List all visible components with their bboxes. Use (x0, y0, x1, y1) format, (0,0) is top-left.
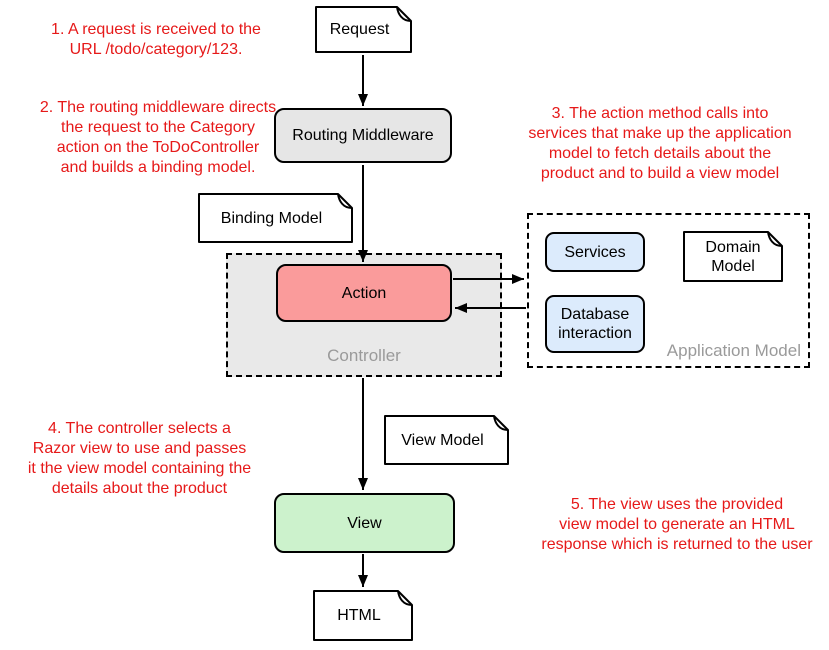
annotation-step-3: 3. The action method calls into services… (528, 105, 792, 182)
routing-middleware-node: Routing Middleware (274, 108, 452, 163)
services-node: Services (545, 232, 645, 272)
document-shape-icon (313, 590, 413, 641)
domain-model-note-label: Domain Model (705, 238, 761, 275)
binding-model-note-label: Binding Model (220, 209, 323, 227)
routing-middleware-node-label: Routing Middleware (292, 127, 434, 144)
document-shape-icon (384, 415, 509, 465)
request-note: Request (315, 6, 412, 53)
document-shape-icon (198, 193, 353, 243)
controller-label: Controller (327, 346, 401, 365)
application-model-label: Application Model (666, 341, 801, 360)
domain-model-note: Domain Model (683, 231, 783, 282)
html-note: HTML (313, 590, 413, 641)
view-model-note: View Model (384, 415, 509, 465)
action-node: Action (276, 264, 452, 322)
binding-model-note: Binding Model (198, 193, 353, 243)
view-node: View (274, 493, 455, 553)
request-note-label: Request (329, 21, 390, 38)
database-interaction-node-label: Database interaction (558, 306, 632, 342)
annotation-step-4: 4. The controller selects a Razor view t… (27, 420, 252, 497)
annotation-step-1: 1. A request is received to the URL /tod… (51, 21, 261, 58)
view-node-label: View (347, 514, 382, 532)
annotation-step-2: 2. The routing middleware directs the re… (39, 99, 277, 176)
action-node-label: Action (341, 284, 387, 302)
document-shape-icon (683, 231, 783, 282)
annotation-step-5: 5. The view uses the provided view model… (541, 496, 813, 553)
html-note-label: HTML (337, 607, 381, 624)
database-interaction-node: Database interaction (545, 295, 645, 353)
services-node-label: Services (564, 243, 626, 261)
view-model-note-label: View Model (401, 431, 484, 449)
document-shape-icon (315, 6, 412, 53)
